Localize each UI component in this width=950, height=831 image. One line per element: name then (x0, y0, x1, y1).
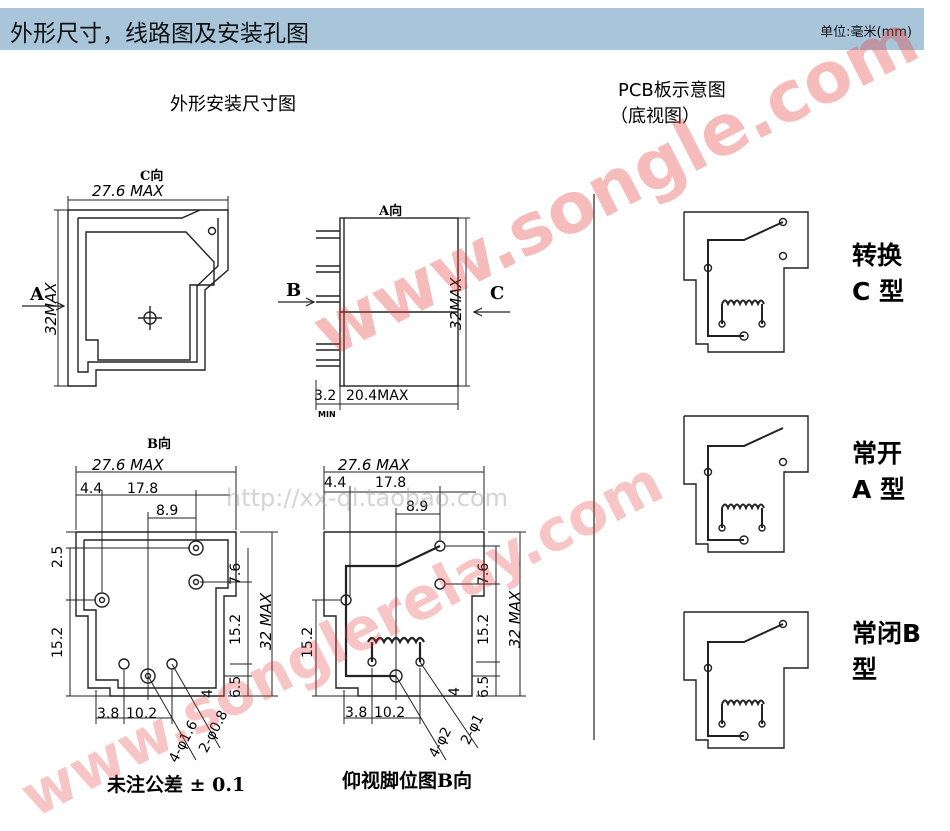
dimension-drawing-title: 外形安装尺寸图 (170, 94, 296, 115)
relay-bottom-view-b (75, 531, 237, 697)
unit-label: 单位:毫米(mm) (820, 25, 912, 40)
view-a-label: A向 (379, 204, 403, 219)
type-a-line2: A 型 (852, 475, 906, 504)
type-label-c: 转换 C 型 (852, 238, 904, 310)
dim-width-b2: 27.6 MAX (338, 456, 410, 474)
pcb-subtitle: （底视图） (610, 106, 700, 127)
pcb-diagram-b-type (683, 611, 809, 749)
type-label-b: 常闭B 型 (852, 616, 921, 688)
type-b-line1: 常闭B (852, 619, 922, 648)
relay-bottom-view-b-circuit (323, 531, 485, 697)
dim-depth: 20.4MAX (346, 388, 409, 404)
dim-3-8-b2: 3.8 (345, 705, 368, 721)
relay-side-view-c (67, 209, 229, 387)
arrow-b-label: B (286, 280, 302, 301)
type-c-line1: 转换 (852, 241, 903, 270)
dim-8-9: 8.9 (156, 503, 179, 519)
technical-drawing (22, 194, 809, 761)
arrow-c-label: C (490, 283, 505, 304)
view-b-label: B向 (147, 437, 171, 452)
pcb-title: PCB板示意图 (618, 80, 726, 101)
view-c-label: C向 (140, 169, 164, 184)
dim-4-4: 4.4 (80, 481, 103, 497)
dim-pin-length: 3.2 (314, 388, 337, 404)
dim-width-b: 27.6 MAX (92, 456, 164, 474)
page-title: 外形尺寸，线路图及安装孔图 (10, 21, 309, 47)
type-b-line2: 型 (852, 655, 878, 684)
type-c-line2: C 型 (852, 277, 905, 306)
type-a-line1: 常开 (852, 439, 903, 468)
relay-side-view-a (316, 217, 459, 387)
dim-10-2-b2: 10.2 (374, 705, 406, 721)
dim-17-8-b2: 17.8 (375, 475, 407, 491)
tolerance-note: 未注公差 ± 0.1 (107, 774, 246, 796)
pcb-diagram-a-type (683, 415, 809, 553)
type-label-a: 常开 A 型 (852, 436, 905, 508)
dim-pin-min: MIN (318, 410, 336, 419)
dim-4-4-b2: 4.4 (324, 475, 347, 491)
dim-width-c: 27.6 MAX (92, 182, 164, 200)
arrow-a-label: A (30, 284, 44, 305)
pcb-diagram-c-type (683, 211, 809, 353)
dim-17-8: 17.8 (127, 481, 159, 497)
dim-8-9-b2: 8.9 (406, 499, 429, 515)
header-bar: 外形尺寸，线路图及安装孔图 单位:毫米(mm) (0, 8, 924, 50)
bottom-view-note: 仰视脚位图B向 (342, 770, 473, 792)
